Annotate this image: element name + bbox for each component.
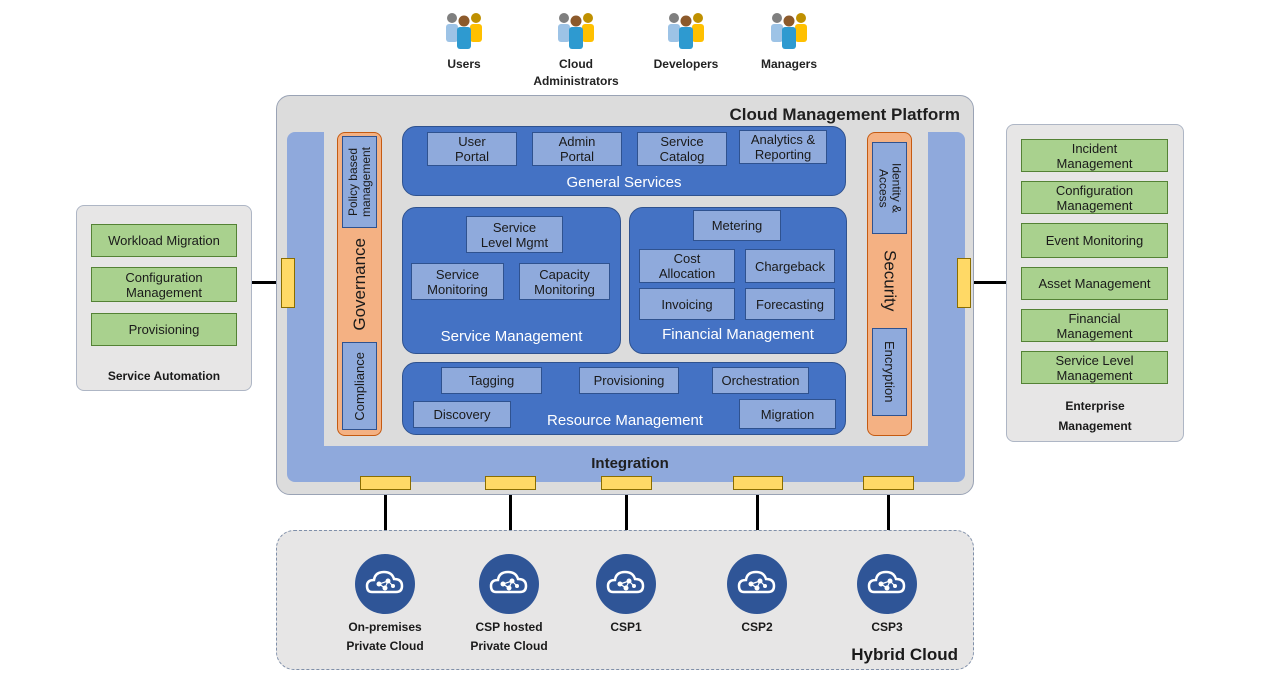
cloud-network-icon <box>479 554 539 614</box>
connector-left <box>281 258 295 308</box>
user-label: Developers <box>653 57 719 71</box>
cloud-network-icon <box>857 554 917 614</box>
connector-line <box>384 488 387 550</box>
connector-line <box>756 488 759 550</box>
service-level-box: Service Level Mgmt <box>466 216 563 253</box>
connector-bottom <box>601 476 652 490</box>
provisioning-box: Provisioning <box>579 367 679 394</box>
connector-line <box>625 488 628 550</box>
cloud-label: CSP1 <box>610 620 642 634</box>
tagging-box: Tagging <box>441 367 542 394</box>
resource-management-label: Resource Management <box>547 411 703 429</box>
admin-portal-box: Admin Portal <box>532 132 622 166</box>
configuration-management-box: Configuration Management <box>91 267 237 302</box>
connector-line <box>887 488 890 550</box>
discovery-box: Discovery <box>413 401 511 428</box>
connector-right <box>957 258 971 308</box>
financial-management-label: Financial Management <box>662 325 814 343</box>
connector-bottom <box>733 476 783 490</box>
forecasting-box: Forecasting <box>745 288 835 320</box>
identity-label: Identity & Access <box>876 162 904 214</box>
user-label: Users <box>447 57 481 71</box>
general-services-label: General Services <box>566 173 682 191</box>
integration-label: Integration <box>591 454 669 472</box>
service-management-label: Service Management <box>440 327 583 345</box>
compliance-box: Compliance <box>342 342 377 430</box>
user-group-icon <box>771 13 807 49</box>
connector-bottom <box>485 476 536 490</box>
user-label: Cloud Administrators <box>533 57 619 88</box>
cloud-label: CSP2 <box>741 620 773 634</box>
policy-management-box: Policy based management <box>342 136 377 228</box>
connector-line <box>252 281 280 284</box>
governance-label: Governance <box>349 237 369 331</box>
service-catalog-box: Service Catalog <box>637 132 727 166</box>
cloud-network-icon <box>727 554 787 614</box>
service-automation-label: Service Automation <box>107 369 221 383</box>
migration-box: Migration <box>739 399 836 429</box>
cost-allocation-box: Cost Allocation <box>639 249 735 283</box>
encryption-label: Encryption <box>882 341 897 403</box>
workload-migration-box: Workload Migration <box>91 224 237 257</box>
capacity-monitoring-box: Capacity Monitoring <box>519 263 610 300</box>
cloud-node-on-premises <box>355 554 415 614</box>
service-monitoring-box: Service Monitoring <box>411 263 504 300</box>
compliance-label: Compliance <box>352 351 367 421</box>
asset-management-box: Asset Management <box>1021 267 1168 300</box>
connector-line <box>970 281 1006 284</box>
provisioning-box: Provisioning <box>91 313 237 346</box>
event-monitoring-box: Event Monitoring <box>1021 223 1168 258</box>
user-group-users: Users <box>409 8 519 73</box>
user-label: Managers <box>760 57 818 71</box>
cloud-node-csp2 <box>727 554 787 614</box>
governance-label-wrap: Governance <box>342 232 377 336</box>
orchestration-box: Orchestration <box>712 367 809 394</box>
connector-bottom <box>360 476 411 490</box>
enterprise-management-label: Enterprise Management <box>1058 399 1132 433</box>
connector-bottom <box>863 476 914 490</box>
platform-title: Cloud Management Platform <box>729 105 960 124</box>
service-level-management-box: Service Level Management <box>1021 351 1168 384</box>
encryption-box: Encryption <box>872 328 907 416</box>
security-label-wrap: Security <box>872 238 907 324</box>
cloud-node-csp1 <box>596 554 656 614</box>
cloud-label: On-premises Private Cloud <box>346 620 424 653</box>
user-group-cloud-administrators: Cloud Administrators <box>521 8 631 90</box>
analytics-reporting-box: Analytics & Reporting <box>739 130 827 164</box>
user-portal-box: User Portal <box>427 132 517 166</box>
identity-access-box: Identity & Access <box>872 142 907 234</box>
cloud-network-icon <box>355 554 415 614</box>
user-group-icon <box>558 13 594 49</box>
configuration-management-box: Configuration Management <box>1021 181 1168 214</box>
cloud-label: CSP3 <box>871 620 903 634</box>
user-group-developers: Developers <box>631 8 741 73</box>
metering-box: Metering <box>693 210 781 241</box>
incident-management-box: Incident Management <box>1021 139 1168 172</box>
chargeback-box: Chargeback <box>745 249 835 283</box>
security-label: Security <box>880 250 900 312</box>
financial-management-box: Financial Management <box>1021 309 1168 342</box>
cloud-node-csp-hosted <box>479 554 539 614</box>
connector-line <box>509 488 512 550</box>
cloud-node-csp3 <box>857 554 917 614</box>
user-group-icon <box>668 13 704 49</box>
policy-label: Policy based management <box>345 146 373 218</box>
hybrid-cloud-title: Hybrid Cloud <box>851 645 958 664</box>
user-group-managers: Managers <box>734 8 844 73</box>
invoicing-box: Invoicing <box>639 288 735 320</box>
user-group-icon <box>446 13 482 49</box>
cloud-network-icon <box>596 554 656 614</box>
cloud-label: CSP hosted Private Cloud <box>470 620 548 653</box>
